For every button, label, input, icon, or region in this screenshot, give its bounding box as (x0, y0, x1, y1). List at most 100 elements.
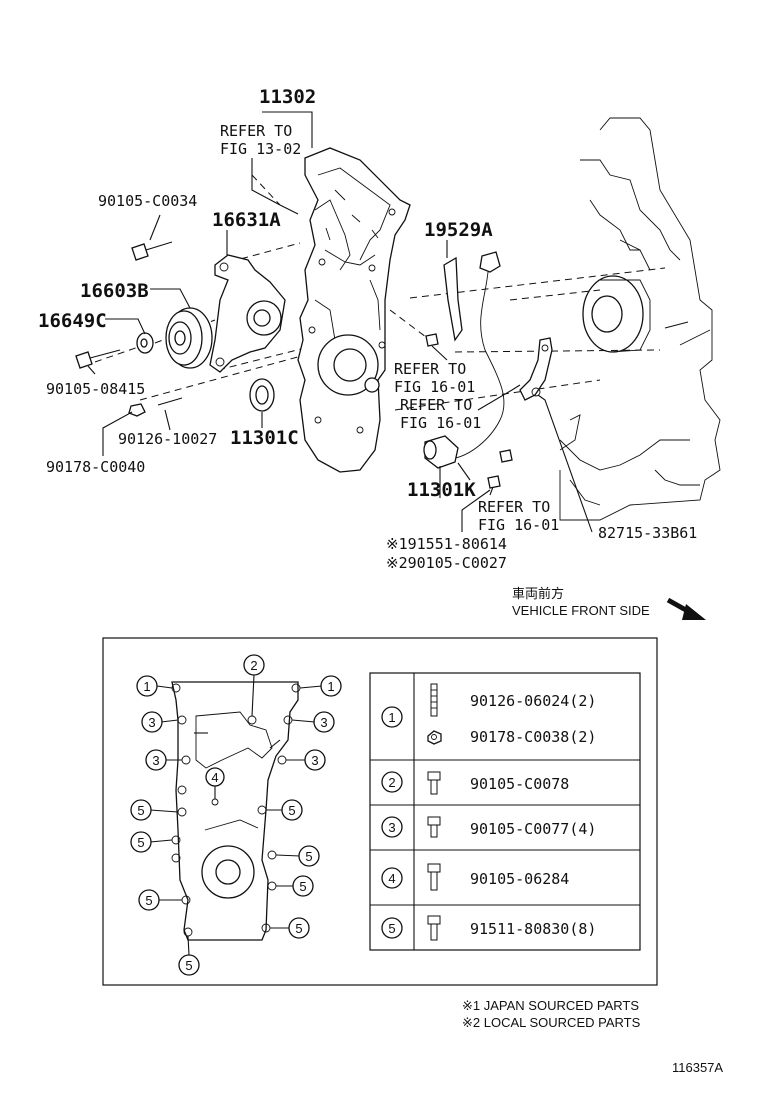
svg-text:3: 3 (148, 715, 155, 730)
cover-callout-3c: 3 (145, 749, 167, 771)
cover-outline-small (171, 681, 301, 941)
cover-callout-5g: 5 (288, 917, 310, 939)
svg-text:5: 5 (299, 879, 306, 894)
leader-lines (87, 111, 593, 533)
table-row: 5 91511-80830(8) (381, 915, 596, 941)
svg-text:5: 5 (388, 921, 395, 936)
svg-text:3: 3 (388, 820, 395, 835)
label-19529a: 19529A (424, 219, 493, 241)
bolt-90105-08415 (75, 349, 121, 369)
svg-text:4: 4 (211, 770, 218, 785)
table-row: 4 90105-06284 (381, 863, 569, 891)
bolt-location-inset: 1 1 2 3 3 3 3 4 5 5 5 5 5 5 5 5 (102, 637, 658, 986)
cover-callout-3b: 3 (313, 711, 335, 733)
wire-bracket (519, 337, 553, 401)
footnote-japan: ※1 JAPAN SOURCED PARTS (462, 998, 639, 1013)
cover-callout-1-left: 1 (136, 675, 158, 697)
table-row: 1 90126-06024(2) 90178-C0038(2) (381, 683, 596, 746)
cover-leaders (149, 674, 323, 956)
part-90126-06024: 90126-06024(2) (470, 692, 596, 710)
stud-90126-10027 (157, 397, 183, 406)
arrow-icon (666, 597, 706, 620)
label-90105-c0034: 90105-C0034 (98, 192, 197, 210)
label-11301c: 11301C (230, 427, 299, 449)
idler-bracket (209, 254, 286, 373)
cover-callout-5c: 5 (130, 831, 152, 853)
cover-callout-5a: 5 (130, 799, 152, 821)
part-90105-c0078: 90105-C0078 (470, 775, 569, 793)
vehicle-front-indicator: 車両前方 VEHICLE FRONT SIDE (512, 586, 706, 620)
part-91511-80830: 91511-80830(8) (470, 920, 596, 938)
svg-text:3: 3 (320, 715, 327, 730)
label-refer-13-02-line2: FIG 13-02 (220, 140, 301, 158)
flange-bolt-icon (427, 915, 441, 941)
label-11301k: 11301K (407, 479, 476, 501)
nut-90178-c0040 (128, 403, 146, 417)
oil-seal (249, 378, 275, 412)
cover-callout-5h: 5 (178, 954, 200, 976)
svg-text:2: 2 (250, 658, 257, 673)
label-90105-08415: 90105-08415 (46, 380, 145, 398)
crank-sensor (423, 435, 459, 469)
label-refer-c-line2: FIG 16-01 (478, 516, 559, 534)
table-row: 2 90105-C0078 (381, 771, 569, 795)
nut-icon (427, 730, 442, 745)
part-90105-c0077: 90105-C0077(4) (470, 820, 596, 838)
label-82715-33b61: 82715-33B61 (598, 524, 697, 542)
svg-text:1: 1 (143, 679, 150, 694)
svg-text:3: 3 (311, 753, 318, 768)
cover-callouts: 1 1 2 3 3 3 3 4 5 5 5 5 5 5 5 5 (130, 654, 342, 976)
stud-bolt (279, 204, 299, 215)
flange-bolt-icon (427, 816, 441, 838)
cover-callout-1-right: 1 (320, 675, 342, 697)
cover-callout-3a: 3 (141, 711, 163, 733)
label-16603b: 16603B (80, 280, 149, 302)
flange-bolt-icon (427, 863, 441, 891)
sensor-bolts (487, 449, 513, 489)
part-90105-06284: 90105-06284 (470, 870, 569, 888)
svg-text:1: 1 (327, 679, 334, 694)
cover-callout-5e: 5 (292, 875, 314, 897)
bolt-90105-c0034 (131, 241, 173, 261)
svg-text:5: 5 (185, 958, 192, 973)
svg-text:5: 5 (137, 835, 144, 850)
label-note-90105-c0027: ※290105-C0027 (386, 554, 507, 572)
cover-callout-3d: 3 (304, 749, 326, 771)
sensor-harness (425, 251, 505, 459)
label-note-91551-80614: ※191551-80614 (386, 535, 507, 553)
svg-text:2: 2 (388, 775, 395, 790)
svg-text:5: 5 (295, 921, 302, 936)
timing-chain-cover (297, 147, 411, 473)
stud-icon (430, 683, 438, 717)
flange-bolt-icon (427, 771, 441, 795)
label-90178-c0040: 90178-C0040 (46, 458, 145, 476)
footnotes: ※1 JAPAN SOURCED PARTS ※2 LOCAL SOURCED … (462, 998, 723, 1075)
svg-text:4: 4 (388, 871, 395, 886)
label-90126-10027: 90126-10027 (118, 430, 217, 448)
label-refer-a-line2: FIG 16-01 (394, 378, 475, 396)
label-16649c: 16649C (38, 310, 107, 332)
cover-callout-5d: 5 (298, 845, 320, 867)
table-row: 3 90105-C0077(4) (381, 816, 596, 838)
cover-callout-4: 4 (205, 767, 225, 787)
label-11302: 11302 (259, 86, 316, 108)
cover-callout-5b: 5 (281, 799, 303, 821)
bolt-table: 1 90126-06024(2) 90178-C0038(2) 2 90105-… (369, 672, 641, 951)
label-refer-c-line1: REFER TO (478, 498, 550, 516)
engine-block-outline (559, 117, 721, 521)
part-90178-c0038: 90178-C0038(2) (470, 728, 596, 746)
label-refer-b-line1: REFER TO (400, 396, 472, 414)
label-16631a: 16631A (212, 209, 281, 231)
figure-id: 116357A (672, 1060, 723, 1075)
svg-text:5: 5 (288, 803, 295, 818)
svg-text:5: 5 (137, 803, 144, 818)
svg-text:5: 5 (145, 893, 152, 908)
footnote-local: ※2 LOCAL SOURCED PARTS (462, 1015, 641, 1030)
label-refer-b-line2: FIG 16-01 (400, 414, 481, 432)
cover-callout-5f: 5 (138, 889, 160, 911)
label-refer-13-02-line1: REFER TO (220, 122, 292, 140)
idler-pulley (165, 307, 213, 369)
washer (136, 332, 154, 354)
front-side-japanese: 車両前方 (512, 586, 564, 601)
